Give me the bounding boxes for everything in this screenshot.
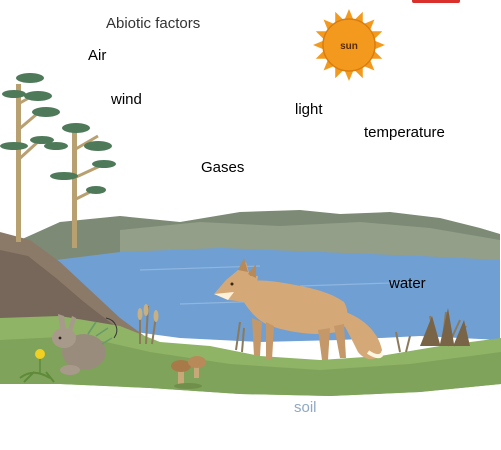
label-gases: Gases — [201, 159, 245, 176]
tree-icon — [44, 123, 116, 248]
diagram-title: Abiotic factors — [106, 15, 201, 32]
sun-label: sun — [340, 41, 358, 52]
label-light: light — [295, 101, 323, 118]
fox-icon — [214, 258, 384, 360]
label-water: water — [389, 275, 426, 292]
sun-icon — [313, 9, 385, 81]
rabbit-icon — [52, 314, 118, 375]
tree-icon — [0, 73, 60, 242]
label-wind: wind — [111, 91, 142, 108]
mushroom-icon — [171, 356, 206, 389]
label-air: Air — [88, 47, 107, 64]
label-temperature: temperature — [364, 124, 445, 141]
top-accent-bar — [412, 0, 460, 3]
dandelion-icon — [19, 349, 55, 383]
label-soil: soil — [294, 399, 317, 416]
